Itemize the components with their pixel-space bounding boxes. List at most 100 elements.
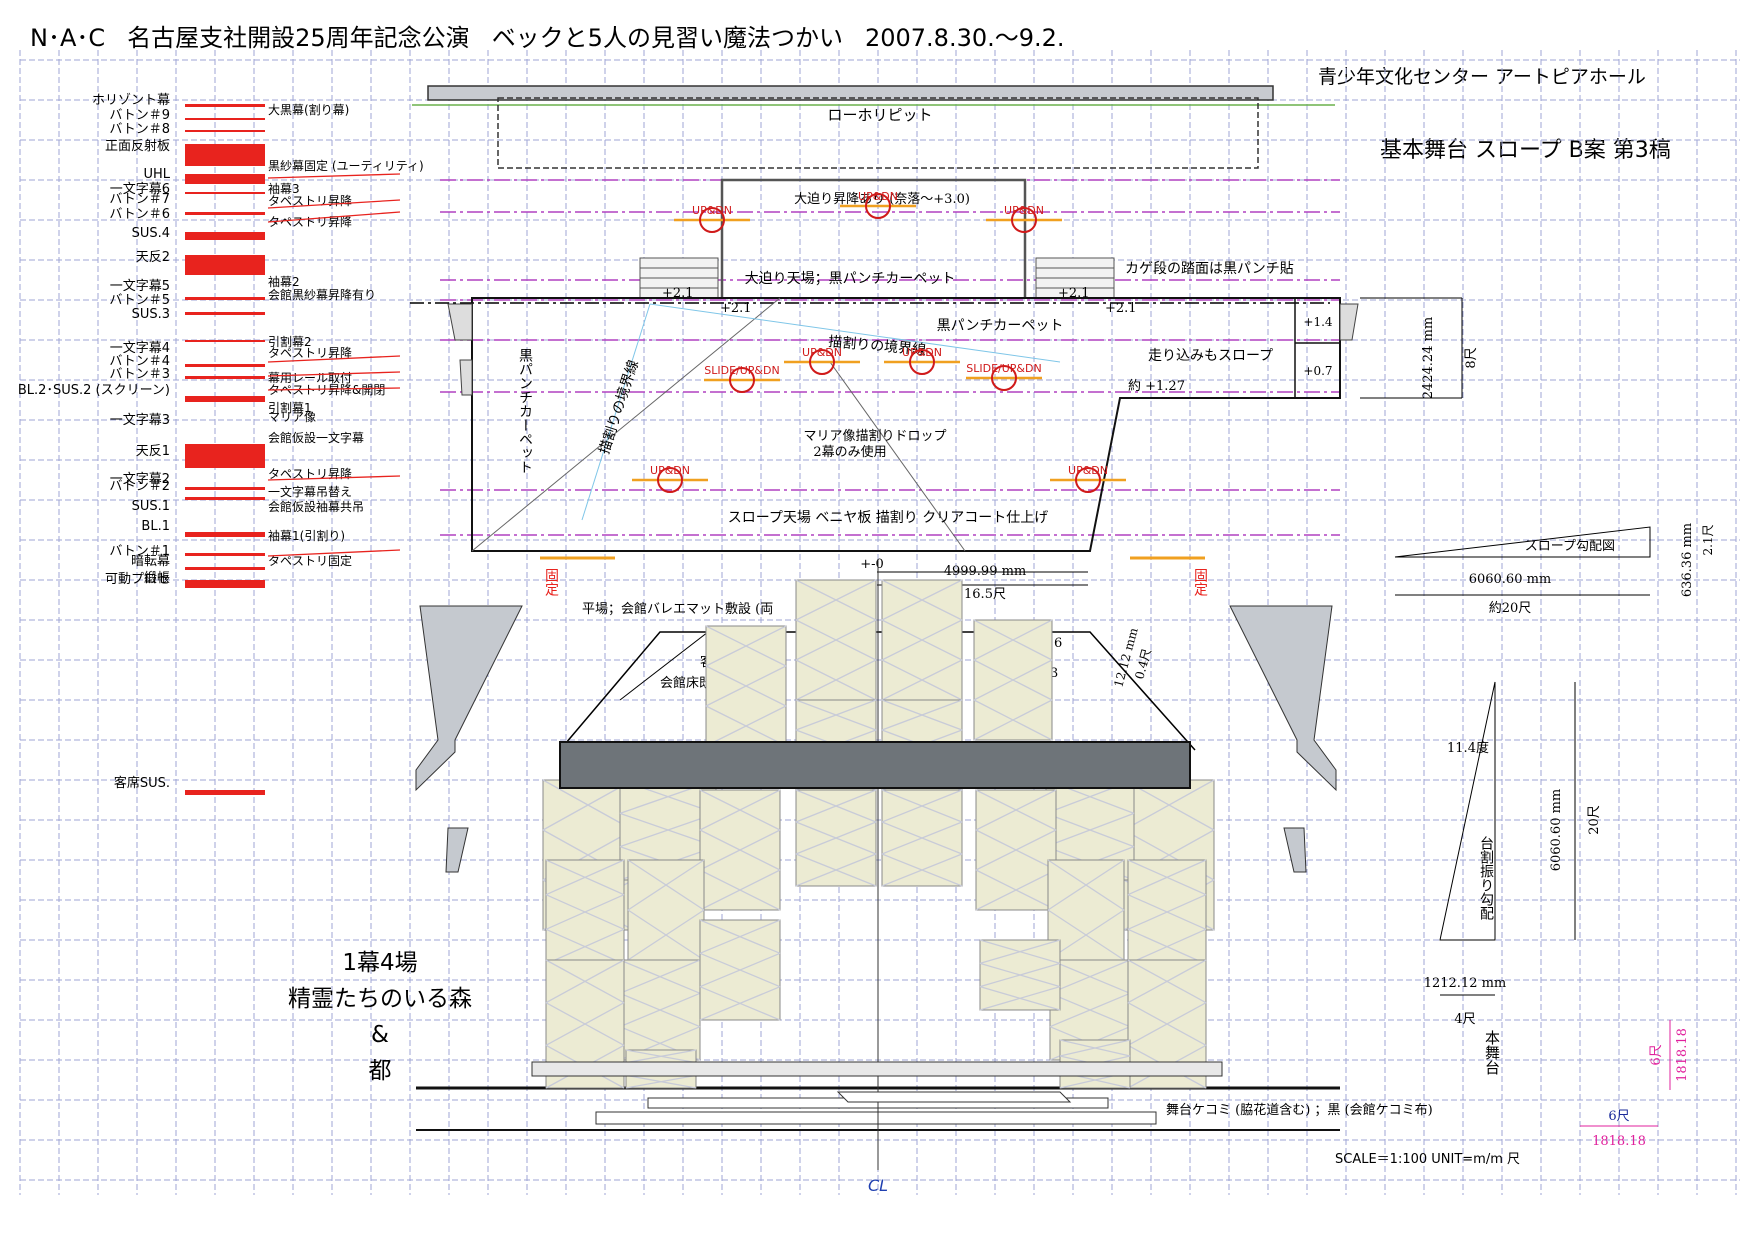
marker-label: UP&DN (858, 190, 898, 203)
fly-left-label: 暗転幕 (131, 554, 170, 569)
flat-area-label: 平場；会館バレエマット敷設 (両 (582, 601, 773, 617)
set-panel (795, 789, 877, 887)
marker-label: UP&DN (692, 204, 732, 217)
stair-step (836, 1091, 1072, 1103)
degree-label: 11.4度 (1447, 740, 1489, 756)
lift-top-label: 大迫り天場；黒パンチカーペット (745, 271, 956, 287)
fly-left-label: BL.2･SUS.2 (スクリーン) (18, 383, 170, 398)
marker-label: UP&DN (650, 464, 690, 477)
lift-marker: UP&DN (784, 346, 860, 375)
set-panel (699, 919, 781, 1021)
event-name: 名古屋支社開設25周年記念公演 (127, 24, 470, 52)
fly-bar (185, 376, 265, 379)
fly-left-label: SUS.3 (132, 307, 170, 322)
plan-subtitle: 基本舞台 スロープ B案 第3稿 (1380, 138, 1671, 163)
scene-amp: & (371, 1022, 389, 1048)
fly-right-line (267, 549, 401, 557)
fly-right-line (267, 199, 401, 209)
black-carpet-vertical-label: 黒パンチカーペット (517, 348, 533, 474)
set-panel (979, 939, 1061, 1011)
venue-name: 青少年文化センター アートピアホール (1318, 66, 1646, 88)
fly-bar (185, 174, 265, 184)
fly-bar (185, 532, 265, 537)
fly-bar (185, 312, 265, 315)
fly-right-label: タペストリ昇降 (268, 215, 352, 229)
marker-label: UP&DN (1068, 464, 1108, 477)
fly-left-label: 一文字幕3 (110, 413, 170, 428)
fly-left-label: バトン＃9 (109, 108, 170, 123)
width-165-label: 16.5尺 (964, 587, 1006, 602)
dim-12-label: 12.12 mm (1111, 626, 1140, 689)
fly-bar (185, 104, 265, 107)
fly-bar (185, 118, 265, 120)
pit-label: ローホリピット (827, 106, 932, 124)
dim-6060v-label: 6060.60 mm (1549, 789, 1564, 872)
fly-line-markers (440, 179, 1340, 536)
dim-4-label: 4尺 (1454, 1012, 1475, 1027)
fly-right-label: 大黒幕(割り幕) (268, 102, 349, 117)
slope-top-label: スロープ天場 ベニヤ板 描割り クリアコート仕上げ (728, 509, 1049, 526)
fly-bar (185, 144, 265, 166)
fly-right-label: タペストリ昇降 (268, 346, 352, 360)
dim-1818-vertical-label: 1818.18 (1675, 1028, 1690, 1082)
fly-right-line (267, 371, 401, 377)
fly-left-label: SUS.4 (132, 226, 170, 241)
set-panel (975, 789, 1057, 911)
dim-20v-label: 20尺 (1587, 805, 1602, 835)
fly-left-label: ホリゾント幕 (92, 93, 170, 108)
fly-right-line (267, 355, 401, 363)
kaikan-label: 会館床既 (660, 676, 712, 691)
marker-label: UP&DN (1004, 204, 1044, 217)
fly-right-line (267, 475, 401, 481)
plus14-label: +1.4 (1303, 315, 1333, 329)
fly-bar (185, 487, 265, 490)
fly-left-label: UHL (143, 167, 170, 182)
set-panel (545, 859, 625, 965)
fly-list-right: 大黒幕(割り幕)黒紗幕固定 (ユーティリティ)袖幕3タペストリ昇降タペストリ昇降… (267, 102, 424, 568)
fly-right-label: 黒紗幕固定 (ユーティリティ) (268, 158, 424, 173)
fly-right-label: 一文字幕吊替え (268, 484, 352, 499)
fly-right-label: 引割幕1 (268, 400, 312, 415)
dim-1818-label: 1818.18 (1592, 1134, 1646, 1149)
fly-left-label: 一文字幕6 (110, 182, 170, 197)
fly-bar (185, 192, 265, 194)
scene-name: 精霊たちのいる森 (288, 986, 472, 1012)
fly-bar (185, 790, 265, 795)
pm0-label: +-0 (860, 557, 884, 572)
fly-left-label: バトン＃4 (109, 354, 170, 369)
scene-city: 都 (368, 1058, 392, 1084)
set-panel (973, 619, 1053, 741)
lift-marker: UP&DN (884, 346, 960, 375)
set-panel (1127, 859, 1207, 965)
dim-21-label: 2.1尺 (1701, 524, 1715, 555)
fly-right-label: マリア像 (268, 410, 316, 424)
fly-left-label: 客席SUS. (114, 775, 170, 791)
lift-marker: UP&DN (632, 464, 708, 493)
marker-label: UP&DN (902, 346, 942, 359)
lift-marker: UP&DN (986, 204, 1062, 233)
width-4999-label: 4999.99 mm (944, 564, 1027, 579)
slope-fig-label: スロープ勾配図 (1525, 539, 1615, 554)
fly-right-label: 引割幕2 (268, 334, 312, 349)
dim-1212-label: 1212.12 mm (1424, 976, 1507, 991)
lift-move-label: 大迫り昇降あり (奈落～+3.0) (794, 192, 970, 207)
dim-20shaku-label: 約20尺 (1489, 601, 1532, 616)
maria-drop-label: マリア像描割りドロップ (803, 428, 946, 444)
fly-bar (185, 396, 265, 402)
set-panel (705, 625, 787, 747)
platform-slope-label: 台割振り勾配 (1478, 836, 1494, 920)
show-dates: 2007.8.30.～9.2. (864, 24, 1065, 52)
lift-marker: SLIDE/UP&DN (704, 364, 780, 393)
dim-6s-label: 6尺 (1608, 1109, 1629, 1124)
header-beam (559, 741, 1191, 789)
base-platform (531, 1061, 1223, 1077)
fly-bar (185, 553, 265, 556)
plus21-center-label: +2.1 (720, 301, 752, 316)
lift-area: 大迫り昇降あり (奈落～+3.0) 大迫り天場；黒パンチカーペット カゲ段の踏面… (639, 178, 1294, 316)
lift-marker: UP&DN (1050, 464, 1126, 493)
dim-636-label: 636.36 mm (1680, 523, 1695, 597)
runway-label: 走り込みもスロープ (1148, 348, 1273, 364)
fly-right-line (267, 387, 401, 391)
fly-left-label: 緞帳 (144, 570, 170, 586)
n3-label: 3 (1050, 666, 1058, 681)
